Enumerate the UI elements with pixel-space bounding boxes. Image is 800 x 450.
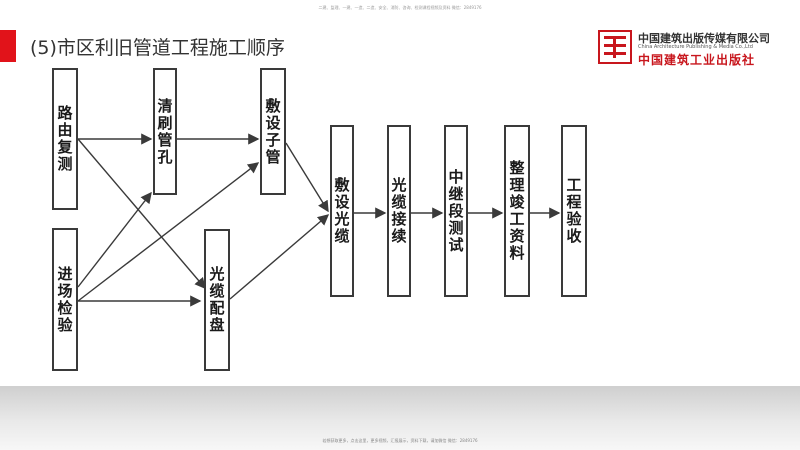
step-lay-subduct: 敷设子管 — [260, 68, 286, 195]
step-site-inspection: 进场检验 — [52, 228, 78, 371]
publisher-logo: 中国建筑出版传媒有限公司 China Architecture Publishi… — [598, 30, 798, 72]
step-clean-duct-holes: 清刷管孔 — [153, 68, 177, 195]
publisher-name-cn: 中国建筑出版传媒有限公司 — [638, 32, 770, 45]
flowchart-panel: 路由复测 进场检验 清刷管孔 光缆配盘 敷设子管 敷设光缆 光缆接续 中继段测试… — [40, 63, 592, 385]
slide-title: (5)市区利旧管道工程施工顺序 — [30, 37, 285, 59]
edge-distribute-lay — [229, 214, 330, 300]
floor-background — [0, 386, 800, 450]
step-completion-documents: 整理竣工资料 — [504, 125, 530, 297]
title-accent-bar — [0, 30, 16, 62]
publisher-logo-icon — [598, 30, 632, 64]
bottom-watermark-note: 若想获取更多，点击这里，更多视频，汇报展示，资料下载，请加微信 微信：28491… — [322, 438, 478, 443]
flow-arrows — [77, 133, 561, 307]
step-cable-reel-allocation: 光缆配盘 — [204, 229, 230, 371]
edge-subduct-lay — [285, 142, 329, 213]
step-route-resurvey: 路由复测 — [52, 68, 78, 210]
top-watermark-note: 二建、监理、一建、一造、二造、安全、消防、咨询、检测课程视频及资料 微信：284… — [318, 5, 482, 10]
step-cable-splicing: 光缆接续 — [387, 125, 411, 297]
edge-road-distribute — [77, 138, 206, 290]
step-project-acceptance: 工程验收 — [561, 125, 587, 297]
publisher-name-cn-secondary: 中国建筑工业出版社 — [638, 53, 756, 67]
step-lay-fiber-cable: 敷设光缆 — [330, 125, 354, 297]
step-relay-section-test: 中继段测试 — [444, 125, 468, 297]
edge-inspect-clean — [77, 191, 152, 288]
edge-inspect-subduct — [77, 162, 260, 302]
publisher-name-en: China Architecture Publishing & Media Co… — [638, 44, 753, 50]
